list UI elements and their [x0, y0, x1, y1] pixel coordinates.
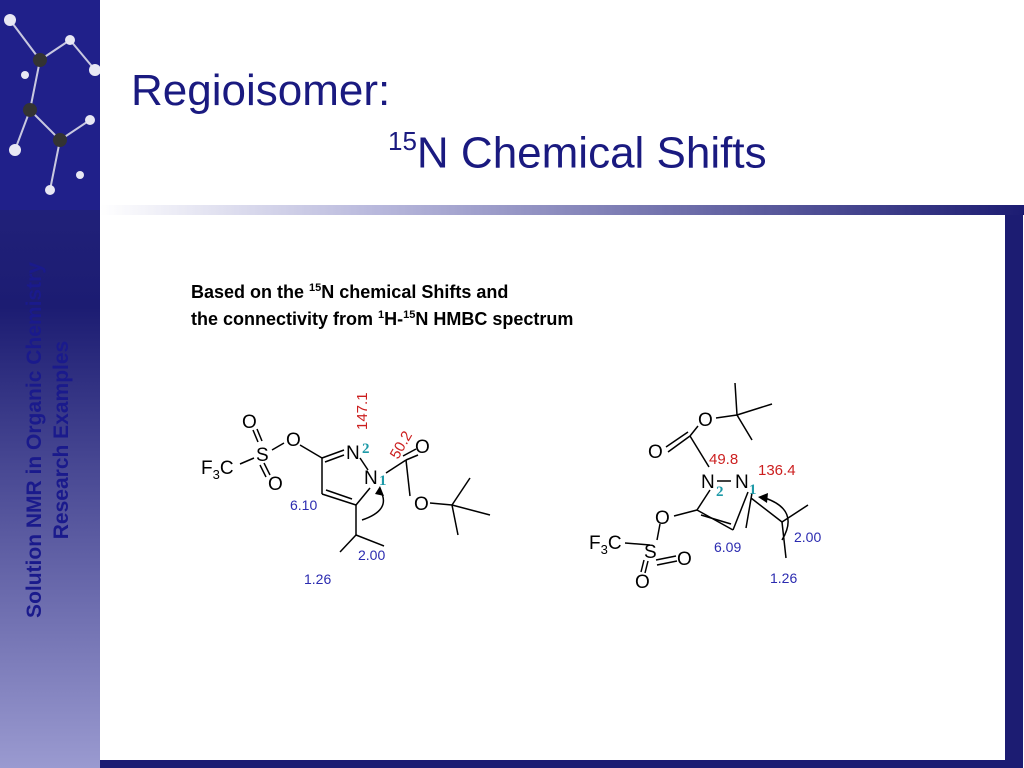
atom-oxygen: O	[286, 430, 301, 451]
ring-h-shift: 6.10	[290, 497, 317, 513]
ch-shift: 2.00	[794, 529, 821, 545]
ring-h-shift: 6.09	[714, 539, 741, 555]
content-panel	[100, 215, 1023, 768]
atom-oxygen: O	[415, 437, 430, 458]
atom-nitrogen-1: N	[735, 472, 749, 493]
slide-title-text: N Chemical Shifts	[416, 128, 767, 178]
slide-title-line1: Regioisomer:	[131, 66, 391, 115]
caption-sup: 15	[403, 309, 416, 321]
cf3-label: F3C	[201, 458, 234, 482]
atom-oxygen: O	[655, 508, 670, 529]
header-divider	[100, 205, 1024, 215]
ch3-shift: 1.26	[304, 571, 331, 587]
sidebar-band: Solution NMR in Organic Chemistry Resear…	[0, 0, 100, 768]
n2-shift: 147.1	[354, 392, 371, 430]
n1-number: 1	[749, 482, 757, 498]
caption-text: H-	[384, 309, 404, 329]
n2-shift: 49.8	[709, 451, 738, 468]
slide-title-line2: 15N Chemical Shifts	[388, 126, 767, 179]
atom-oxygen: O	[268, 474, 283, 495]
caption-line1: Based on the 15N chemical Shifts and	[191, 282, 508, 303]
caption-sup: 15	[309, 282, 322, 294]
atom-oxygen: O	[635, 572, 650, 593]
atom-sulfur: S	[256, 445, 269, 466]
atom-oxygen: O	[242, 412, 257, 433]
isotope-superscript: 15	[388, 126, 417, 156]
n1-shift: 136.4	[758, 462, 796, 479]
caption-text: Based on the	[191, 282, 310, 302]
caption-sup: 1	[378, 309, 385, 321]
n2-number: 2	[362, 441, 370, 457]
atom-nitrogen-2: N	[346, 443, 360, 464]
caption-text: N chemical Shifts and	[321, 282, 509, 302]
atom-oxygen: O	[677, 549, 692, 570]
molecule-model-image	[0, 0, 100, 210]
ch3-shift: 1.26	[770, 570, 797, 586]
n2-number: 2	[716, 484, 724, 500]
caption-line2: the connectivity from 1H-15N HMBC spectr…	[191, 309, 573, 330]
caption-text: N HMBC spectrum	[415, 309, 574, 329]
atom-oxygen: O	[648, 442, 663, 463]
cf3-label: F3C	[589, 533, 622, 557]
ch-shift: 2.00	[358, 547, 385, 563]
atom-nitrogen-2: N	[701, 472, 715, 493]
n1-number: 1	[379, 473, 387, 489]
atom-oxygen: O	[698, 410, 713, 431]
atom-sulfur: S	[644, 542, 657, 563]
caption-text: the connectivity from	[191, 309, 379, 329]
atom-oxygen: O	[414, 494, 429, 515]
atom-nitrogen-1: N	[364, 468, 378, 489]
